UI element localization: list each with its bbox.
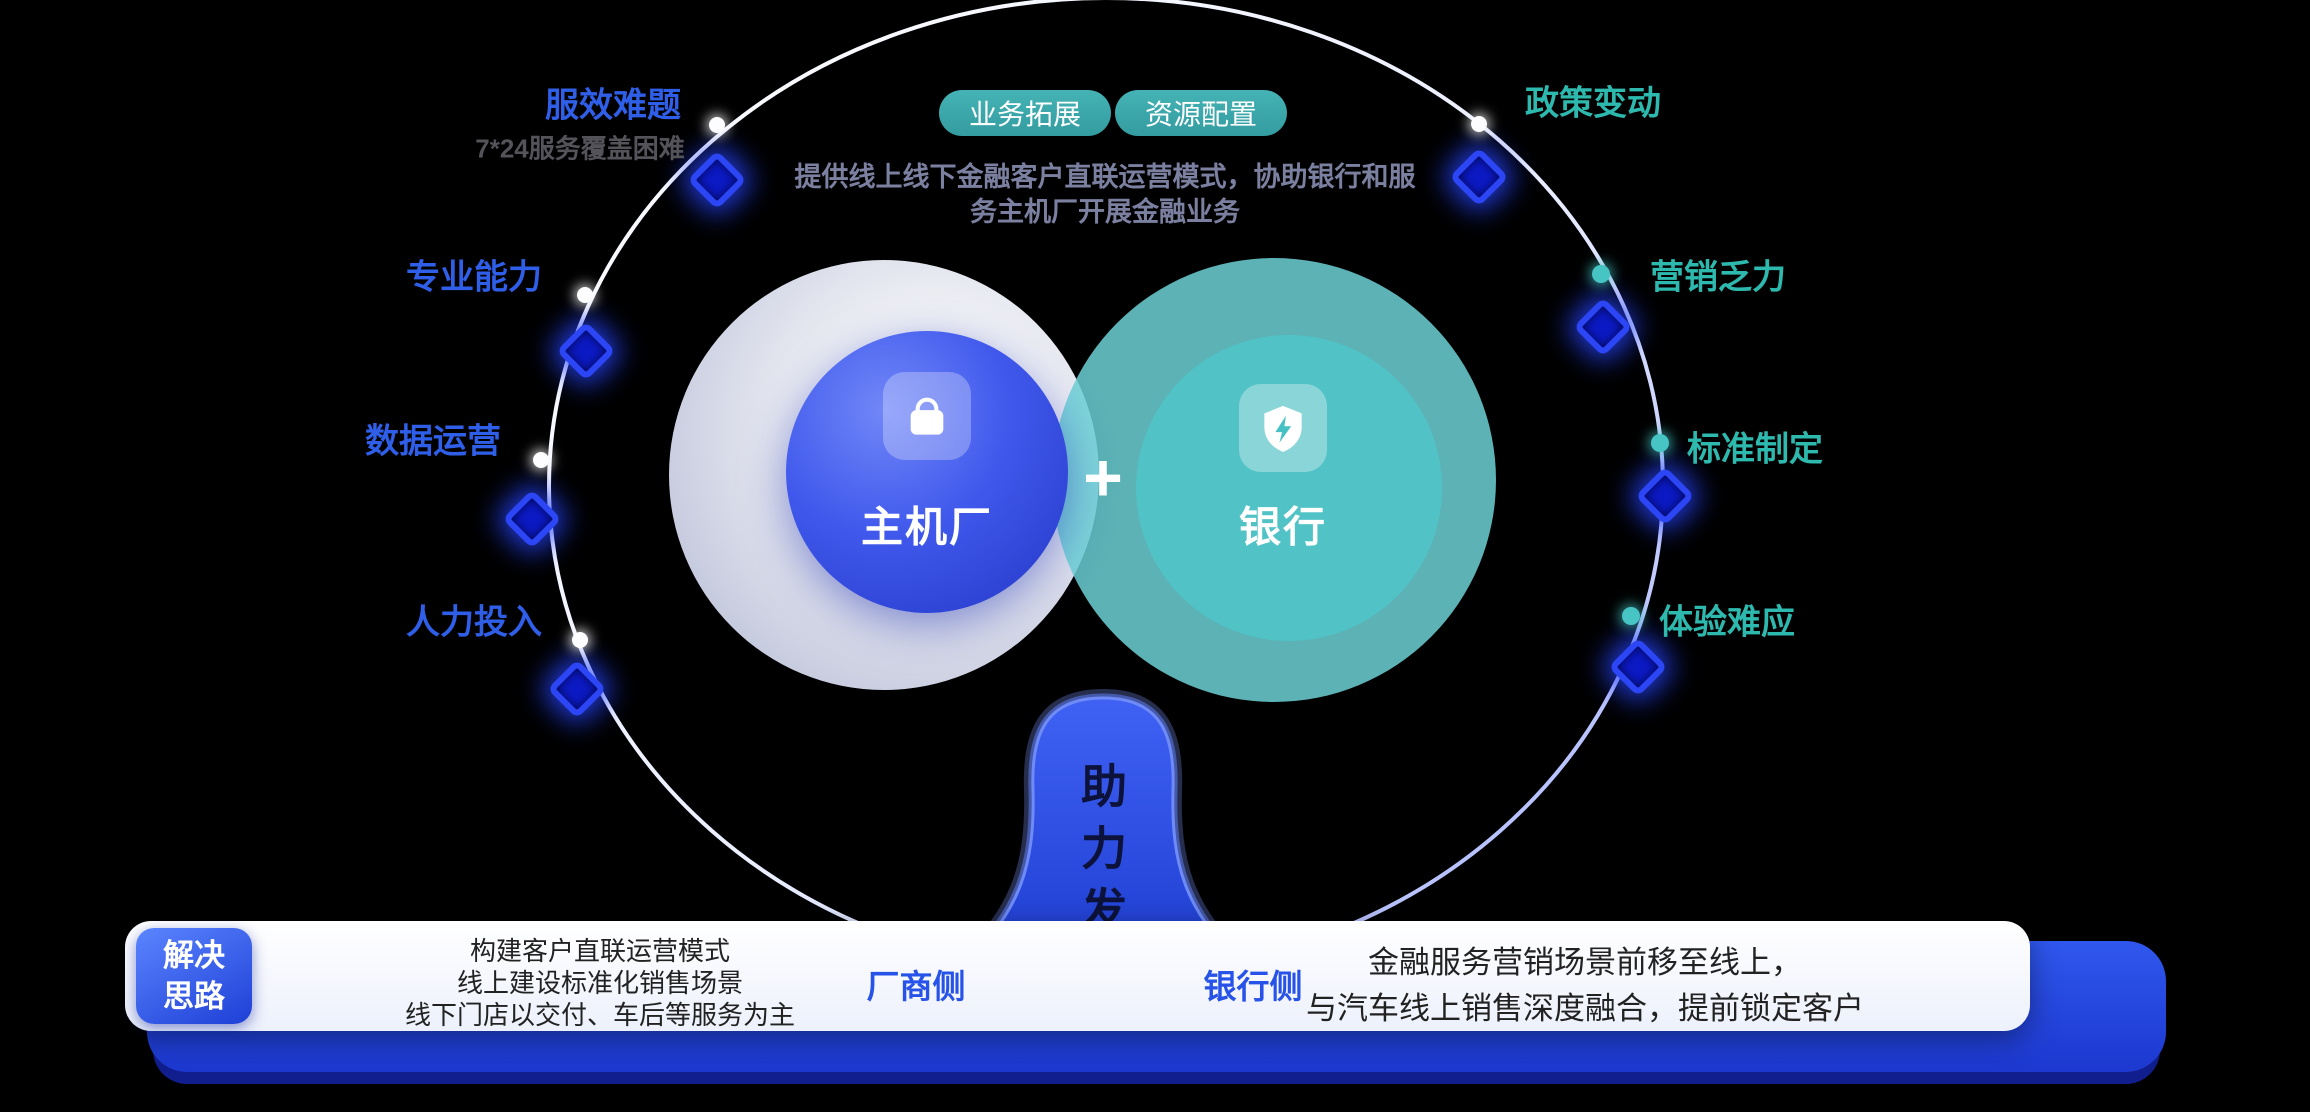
factory-solution-line3: 线下门店以交付、车后等服务为主 — [404, 1000, 796, 1030]
shield-lightning-icon — [1239, 384, 1327, 472]
node-dot — [1592, 265, 1610, 283]
solution-badge-line1: 解决 — [163, 938, 225, 973]
bank-solution-line1: 金融服务营销场景前移至线上， — [1368, 945, 1802, 980]
mode-description-line1: 提供线上线下金融客户直联运营模式，协助银行和服 — [794, 162, 1416, 192]
factory-solution-line1: 构建客户直联运营模式 — [469, 936, 731, 966]
node-dot — [709, 117, 725, 133]
pain-point-label: 人力投入 — [406, 603, 542, 642]
pain-point-label: 营销乏力 — [1650, 258, 1786, 297]
pain-point-label: 数据运营 — [365, 422, 501, 461]
node-dot — [533, 452, 549, 468]
bank-circle-label: 银行 — [1238, 503, 1328, 551]
node-dot — [1471, 116, 1487, 132]
plus-sign: + — [1083, 440, 1123, 516]
solution-badge: 解决 思路 — [136, 928, 252, 1024]
tree-trunk — [955, 688, 1251, 960]
oem-circle-label: 主机厂 — [860, 503, 994, 551]
node-dot — [1651, 434, 1669, 452]
pain-point-label: 标准制定 — [1687, 430, 1823, 469]
factory-solution-text: 构建客户直联运营模式 线上建设标准化销售场景 线下门店以交付、车后等服务为主 — [405, 935, 795, 1031]
bank-solution-line2: 与汽车线上销售深度融合，提前锁定客户 — [1306, 991, 1864, 1026]
oem-inner-circle — [786, 331, 1068, 613]
tag-pill-resource-allocation: 资源配置 — [1114, 90, 1288, 136]
mode-description-line2: 务主机厂开展金融业务 — [970, 197, 1240, 227]
solution-badge-line2: 思路 — [163, 979, 225, 1014]
node-dot — [1622, 607, 1640, 625]
node-dot — [572, 632, 588, 648]
shopping-bag-icon — [883, 372, 971, 460]
bank-solution-text: 金融服务营销场景前移至线上， 与汽车线上销售深度融合，提前锁定客户 — [1306, 940, 1864, 1032]
pain-point-label: 服效难题 — [545, 86, 681, 125]
mode-description: 提供线上线下金融客户直联运营模式，协助银行和服 务主机厂开展金融业务 — [795, 160, 1416, 230]
factory-solution-line2: 线上建设标准化销售场景 — [456, 968, 744, 998]
bank-side-label: 银行侧 — [1203, 968, 1303, 1005]
factory-side-label: 厂商侧 — [866, 968, 966, 1005]
pain-point-sublabel: 7*24服务覆盖困难 — [475, 133, 685, 164]
solution-bar — [125, 921, 2030, 1031]
pain-point-label: 体验难应 — [1659, 603, 1795, 642]
bank-inner-circle — [1136, 335, 1442, 641]
tag-pill-business-expansion: 业务拓展 — [938, 90, 1112, 136]
pain-point-label: 政策变动 — [1525, 84, 1661, 123]
pain-point-label: 专业能力 — [406, 258, 542, 297]
node-dot — [577, 287, 593, 303]
